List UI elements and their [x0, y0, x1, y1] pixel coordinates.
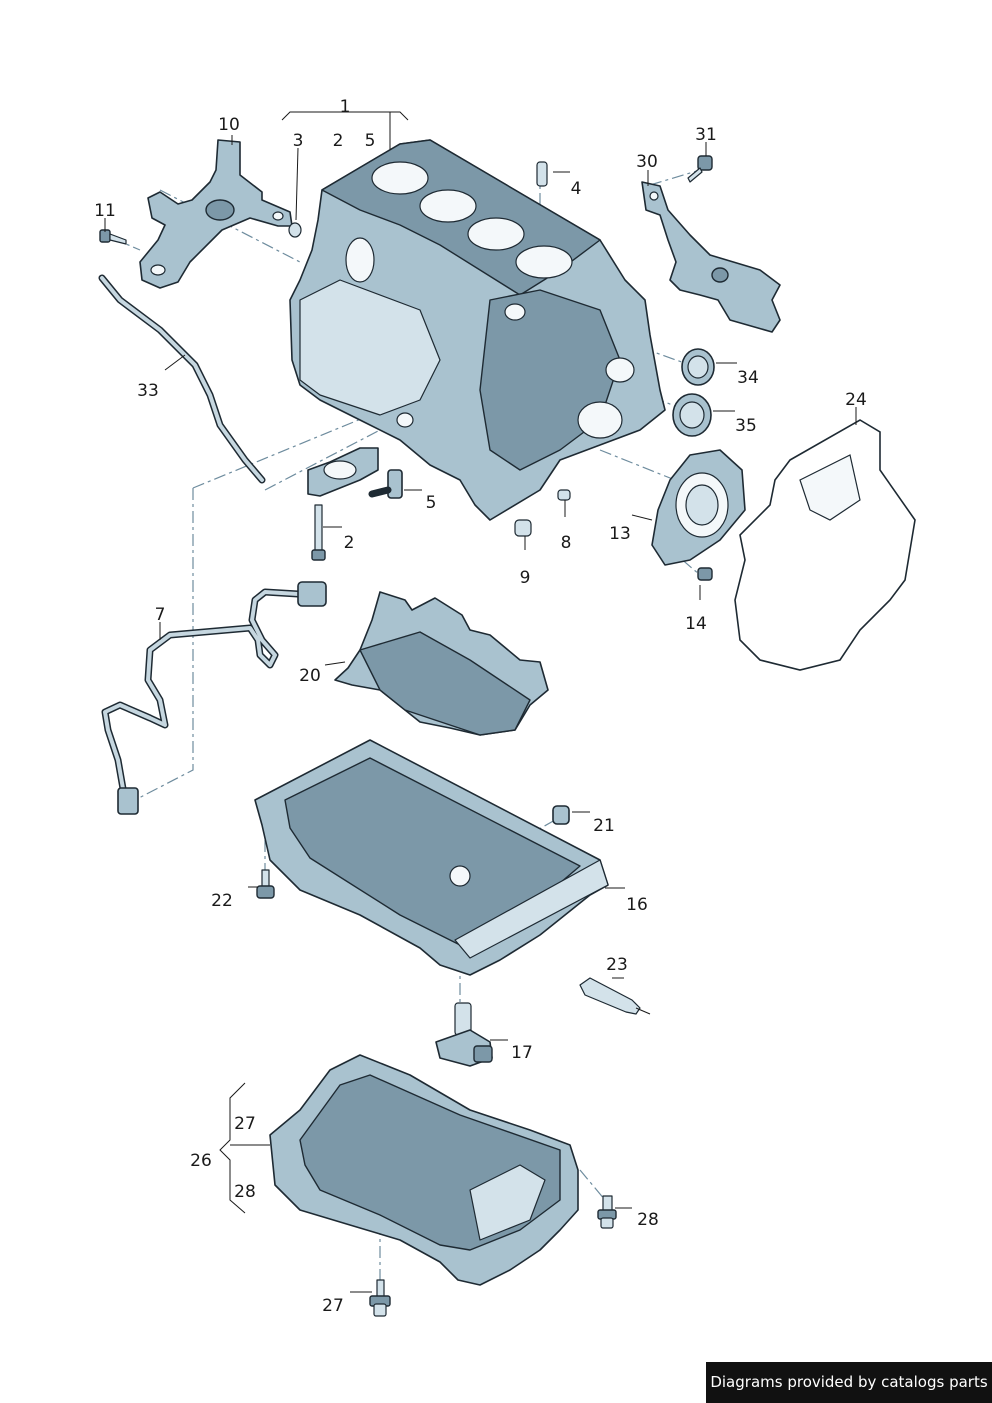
part-label: 27	[234, 1114, 256, 1134]
part-label: 23	[606, 955, 628, 975]
part-bolt-14	[697, 567, 713, 581]
part-bolt-22	[256, 869, 275, 899]
part-label: 11	[94, 201, 116, 221]
part-sealant-tube-23	[579, 977, 651, 1015]
part-bearing-cap	[307, 447, 379, 497]
part-plug-21	[552, 805, 570, 825]
part-oil-pan-lower-26	[269, 1054, 579, 1286]
part-label: 24	[845, 390, 867, 410]
part-gasket-24	[734, 419, 916, 671]
part-label: 5	[365, 131, 376, 151]
part-guide-tube-33	[98, 274, 266, 484]
part-label: 21	[593, 816, 615, 836]
part-label: 30	[636, 152, 658, 172]
part-label: 17	[511, 1043, 533, 1063]
part-label: 3	[293, 131, 304, 151]
part-label: 13	[609, 524, 631, 544]
part-label: 27	[322, 1296, 344, 1316]
part-cylinder-block	[289, 139, 666, 521]
part-label: 31	[695, 125, 717, 145]
part-plate-30	[641, 181, 781, 333]
part-ring-3	[288, 222, 302, 238]
catalog-credit-banner: Diagrams provided by catalogs parts	[706, 1362, 992, 1403]
part-bolt-28	[597, 1195, 617, 1229]
part-label: 35	[735, 416, 757, 436]
part-label: 26	[190, 1151, 212, 1171]
part-label: 34	[737, 368, 759, 388]
part-label: 28	[637, 1210, 659, 1230]
leader-lines	[104, 111, 857, 1293]
part-bolt-27	[369, 1279, 391, 1317]
part-sensor-wire-7	[101, 581, 327, 815]
part-label: 14	[685, 614, 707, 634]
part-label: 22	[211, 891, 233, 911]
part-label: 16	[626, 895, 648, 915]
part-label: 9	[520, 568, 531, 588]
part-label: 10	[218, 115, 240, 135]
part-label: 7	[155, 605, 166, 625]
part-label: 2	[333, 131, 344, 151]
part-dowel-8	[557, 489, 571, 501]
part-oil-pan-upper-16	[254, 739, 609, 976]
part-dowel-4	[536, 161, 548, 187]
part-bolt-2	[311, 504, 326, 561]
part-bolt-31	[687, 155, 713, 183]
part-sleeve-9	[514, 519, 532, 537]
part-label: 4	[571, 179, 582, 199]
part-seal-flange-13	[651, 449, 746, 566]
part-bracket	[139, 139, 293, 289]
part-label: 2	[344, 533, 355, 553]
part-label: 28	[234, 1182, 256, 1202]
part-bolt-11	[99, 229, 127, 245]
part-label: 5	[426, 493, 437, 513]
part-label: 33	[137, 381, 159, 401]
part-label: 20	[299, 666, 321, 686]
part-labels: 1 3 2 5 10 11 4 31 30 33 34 35 24 5 2 8 …	[94, 97, 867, 1316]
part-label: 1	[340, 97, 351, 117]
part-baffle-20	[334, 591, 549, 736]
part-oil-level-sensor-17	[435, 1002, 493, 1067]
part-oil-jet-5	[368, 469, 403, 499]
part-label: 8	[561, 533, 572, 553]
